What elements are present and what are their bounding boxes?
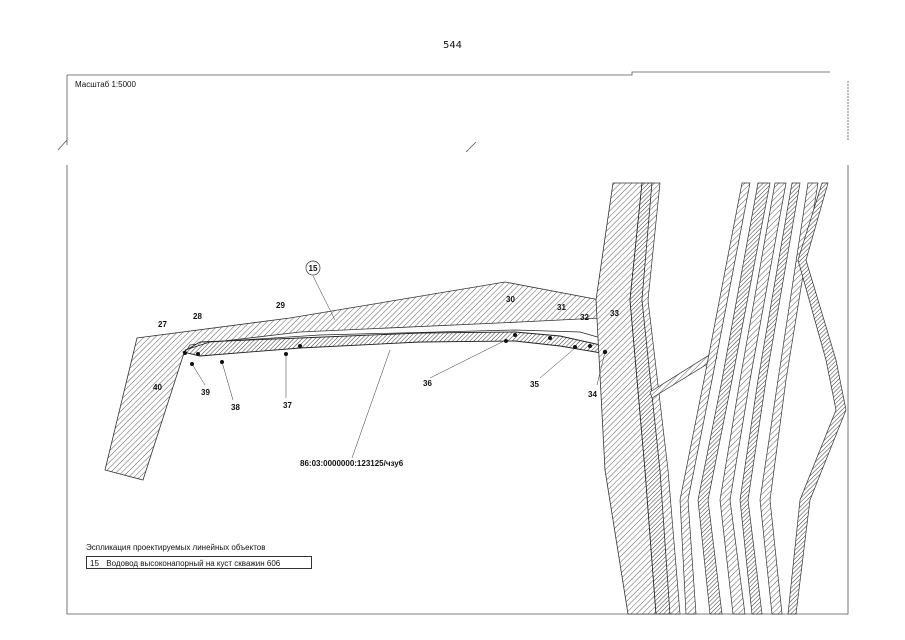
legend-item: 15 Водовод высоконапорный на куст скважи… (86, 556, 312, 569)
legend-title: Эспликация проектируемых линейных объект… (86, 543, 266, 552)
point-label-27: 27 (158, 320, 167, 329)
point-label-33: 33 (610, 309, 619, 318)
leader-lines (191, 275, 606, 459)
point-label-36: 36 (423, 379, 432, 388)
point-label-39: 39 (201, 388, 210, 397)
point-label-29: 29 (276, 301, 285, 310)
right-corridors (679, 182, 847, 615)
legend-item-text: Водовод высоконапорный на куст скважин 6… (106, 559, 281, 568)
point-label-32: 32 (580, 313, 589, 322)
map-frame (57, 71, 849, 615)
page-number: 544 (442, 40, 463, 51)
road-corridor (595, 182, 681, 615)
object-marker: 15 (305, 260, 321, 276)
cadastral-number-label: 86:03:0000000:123125/чзу6 (300, 459, 404, 468)
point-label-28: 28 (193, 312, 202, 321)
legend-item-number: 15 (90, 559, 99, 568)
point-label-31: 31 (557, 303, 566, 312)
point-label-37: 37 (283, 401, 292, 410)
object-marker-label: 15 (309, 264, 318, 273)
point-label-30: 30 (506, 295, 515, 304)
scale-label: Масштаб 1:5000 (75, 80, 136, 89)
point-label-34: 34 (588, 390, 597, 399)
point-label-40: 40 (153, 383, 162, 392)
vertex-dots (183, 333, 608, 366)
point-labels: 27 28 29 30 31 32 33 34 35 36 37 38 39 4… (153, 295, 619, 412)
connector (649, 351, 718, 399)
point-label-35: 35 (530, 380, 539, 389)
point-label-38: 38 (231, 403, 240, 412)
